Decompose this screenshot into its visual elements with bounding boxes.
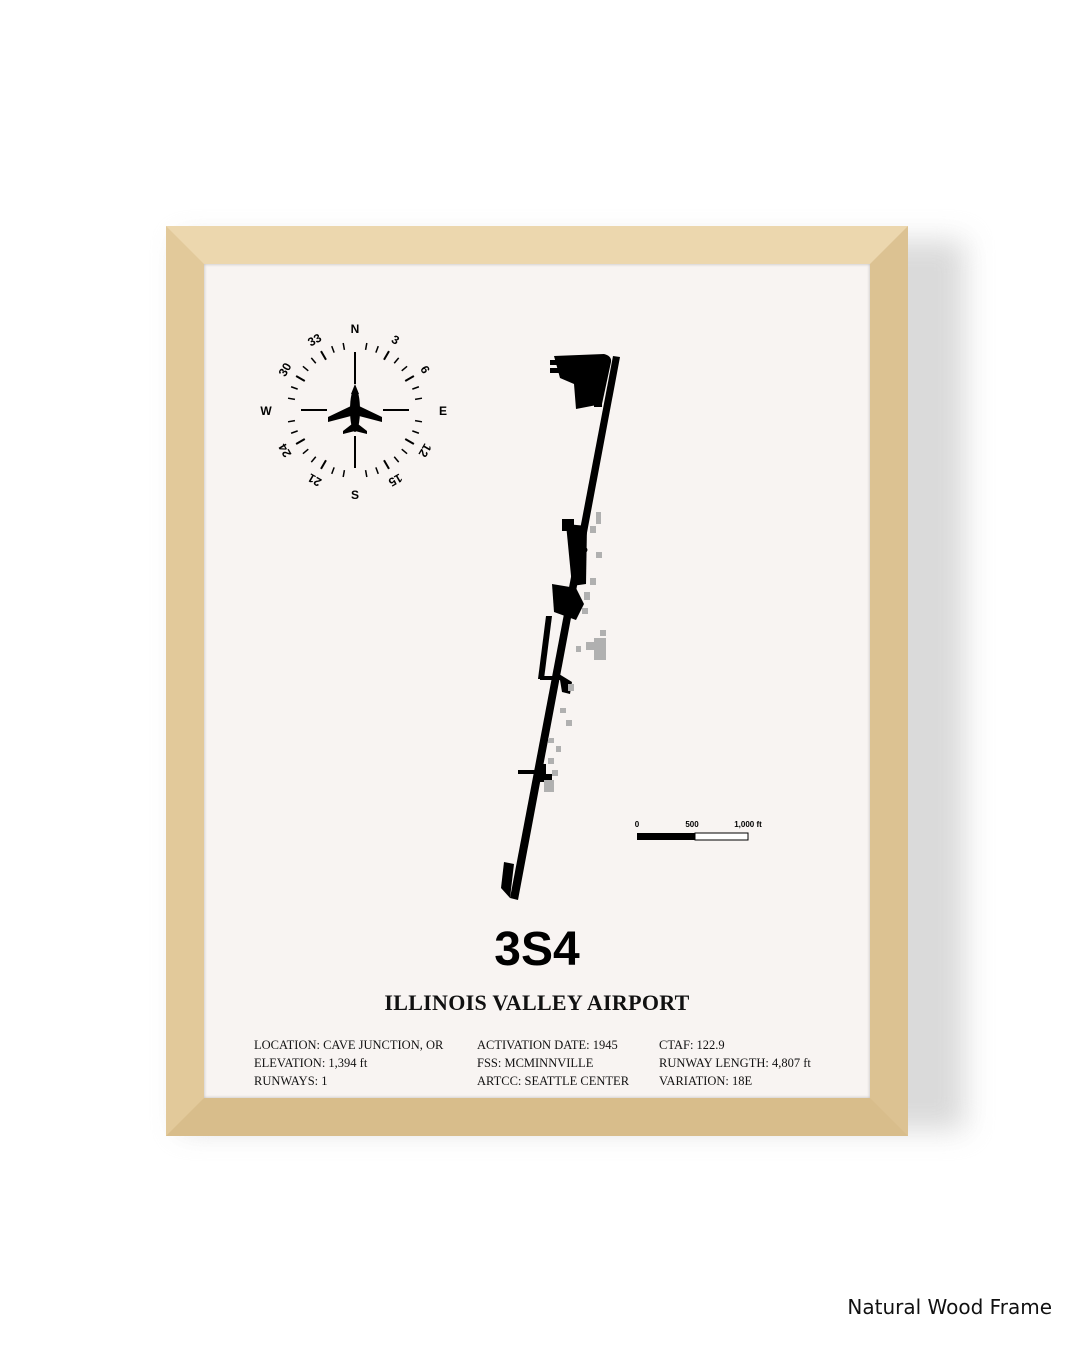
info-runways: RUNWAYS: 1: [254, 1074, 328, 1088]
compass-tick: [287, 397, 296, 401]
poster-mat: N E S W 3 6 12 15 21 24 30 33: [204, 264, 870, 1098]
compass-tick: [414, 419, 423, 423]
compass-tick: [401, 365, 408, 372]
scale-bar-light: [694, 832, 749, 841]
south-apron-block: [537, 764, 546, 782]
taxiway-connector: [594, 399, 602, 407]
info-runway-length: RUNWAY LENGTH: 4,807 ft: [659, 1056, 811, 1070]
compass-rose: N E S W 3 6 12 15 21 24 30 33: [260, 322, 447, 502]
south-apron: [552, 584, 584, 620]
scale-bar: 0 500 1,000 ft: [635, 820, 762, 841]
scale-label-500: 500: [685, 820, 699, 829]
north-apron: [554, 354, 612, 409]
compass-headings: 3 6 12 15 21 24 30 33: [275, 330, 434, 489]
compass-tick: [414, 397, 423, 401]
compass-tick: [331, 345, 335, 353]
compass-tick: [320, 350, 327, 361]
compass-tick: [295, 438, 306, 445]
compass-tick: [393, 456, 400, 463]
compass-tick: [295, 375, 306, 382]
compass-heading-label: 33: [305, 330, 324, 349]
south-apron-block: [542, 774, 552, 780]
compass-w-label: W: [260, 404, 272, 418]
compass-tick: [302, 365, 309, 372]
compass-heading-label: 21: [305, 470, 324, 489]
compass-tick: [310, 357, 317, 364]
north-apron-stub: [550, 360, 560, 365]
compass-tick: [310, 456, 317, 463]
info-activation-date: ACTIVATION DATE: 1945: [477, 1038, 618, 1052]
compass-tick: [401, 448, 408, 455]
compass-tick: [302, 448, 309, 455]
info-artcc: ARTCC: SEATTLE CENTER: [477, 1074, 630, 1088]
compass-ticks: [287, 342, 423, 478]
buildings: [544, 512, 606, 792]
airport-name: ILLINOIS VALLEY AIRPORT: [384, 990, 690, 1015]
compass-tick: [412, 386, 420, 390]
info-location: LOCATION: CAVE JUNCTION, OR: [254, 1038, 444, 1052]
compass-e-label: E: [439, 404, 447, 418]
compass-tick: [290, 430, 298, 434]
info-elevation: ELEVATION: 1,394 ft: [254, 1056, 368, 1070]
compass-tick: [383, 459, 390, 470]
compass-tick: [290, 386, 298, 390]
compass-tick: [287, 419, 296, 423]
compass-tick: [364, 342, 368, 351]
info-column-3: CTAF: 122.9 RUNWAY LENGTH: 4,807 ft VARI…: [659, 1036, 811, 1090]
runway-label: 18/36: [571, 545, 591, 577]
runway-18-36: [510, 356, 620, 900]
south-runway-end: [501, 862, 514, 898]
compass-heading-label: 15: [386, 471, 405, 490]
compass-tick: [383, 350, 390, 361]
info-column-1: LOCATION: CAVE JUNCTION, OR ELEVATION: 1…: [254, 1036, 443, 1090]
compass-n-label: N: [351, 322, 360, 336]
compass-heading-label: 3: [389, 332, 402, 348]
compass-heading-label: 30: [276, 360, 295, 379]
wood-frame: N E S W 3 6 12 15 21 24 30 33: [166, 226, 908, 1136]
south-taxiway-stub: [518, 770, 543, 774]
north-apron-stub: [550, 368, 560, 373]
parallel-taxiway: [538, 616, 552, 679]
airplane-icon: [328, 388, 382, 434]
info-column-2: ACTIVATION DATE: 1945 FSS: MCMINNVILLE A…: [477, 1036, 629, 1090]
scale-label-1000: 1,000 ft: [734, 820, 762, 829]
compass-tick: [404, 438, 415, 445]
airport-code: 3S4: [494, 923, 580, 976]
compass-heading-label: 6: [417, 363, 433, 376]
scale-label-0: 0: [635, 820, 640, 829]
compass-tick: [342, 342, 346, 351]
poster-artwork: N E S W 3 6 12 15 21 24 30 33: [260, 322, 762, 900]
compass-tick: [412, 430, 420, 434]
compass-s-label: S: [351, 488, 359, 502]
compass-tick: [320, 459, 327, 470]
compass-tick: [404, 375, 415, 382]
main-apron: [566, 524, 587, 586]
airport-diagram: [501, 354, 620, 900]
info-variation: VARIATION: 18E: [659, 1074, 753, 1088]
compass-tick: [331, 467, 335, 475]
compass-heading-label: 24: [275, 441, 294, 460]
scale-bar-dark: [637, 833, 695, 840]
compass-heading-label: 12: [415, 441, 434, 460]
apron-block: [562, 519, 574, 531]
compass-tick: [342, 469, 346, 478]
compass-tick: [375, 467, 379, 475]
taxiway-stub: [540, 676, 562, 680]
info-ctaf: CTAF: 122.9: [659, 1038, 725, 1052]
compass-tick: [364, 469, 368, 478]
compass-tick: [375, 345, 379, 353]
info-fss: FSS: MCMINNVILLE: [477, 1056, 594, 1070]
frame-caption: Natural Wood Frame: [847, 1295, 1052, 1319]
compass-tick: [393, 357, 400, 364]
